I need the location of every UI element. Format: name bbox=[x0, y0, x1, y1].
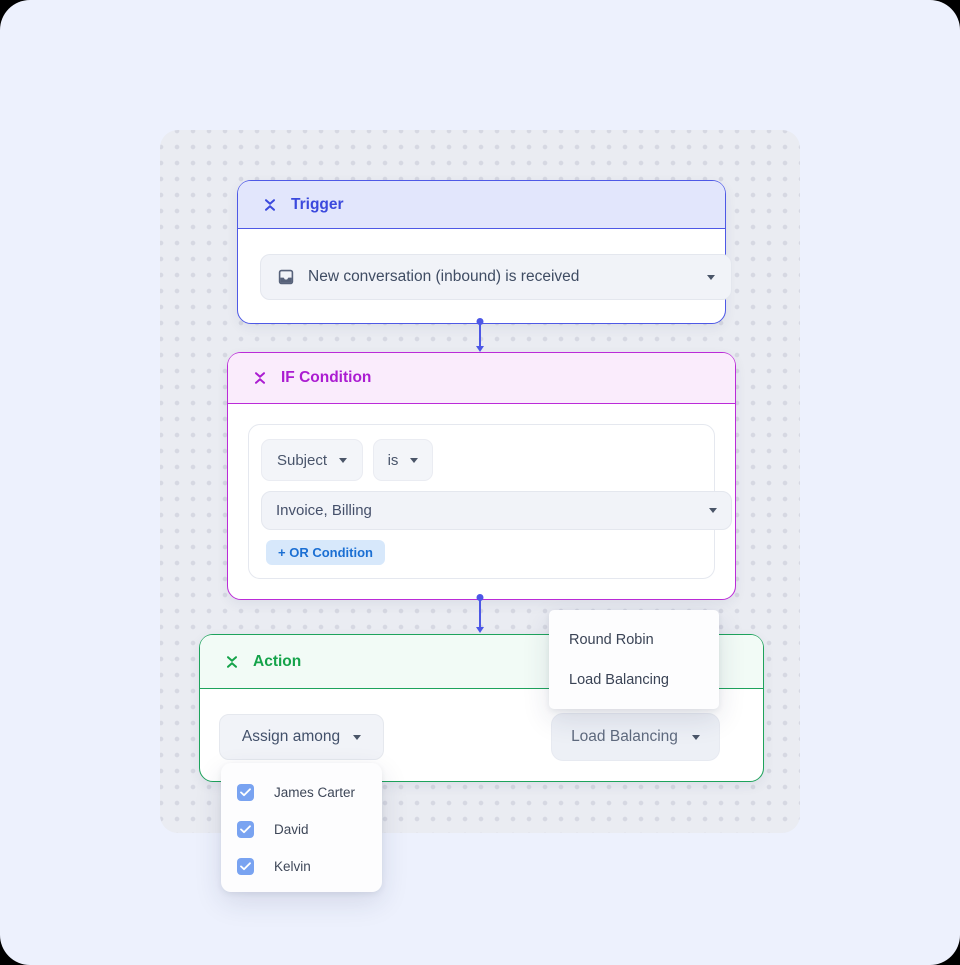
condition-field-select[interactable]: Subject bbox=[261, 439, 363, 481]
add-or-condition-label: + OR Condition bbox=[278, 545, 373, 560]
menu-item-load-balancing[interactable]: Load Balancing bbox=[569, 672, 669, 688]
trigger-event-select[interactable]: New conversation (inbound) is received bbox=[260, 254, 732, 300]
action-title: Action bbox=[253, 652, 302, 670]
trigger-title: Trigger bbox=[291, 195, 344, 213]
condition-group: Subject is Invoice, Billing + OR Conditi… bbox=[248, 424, 732, 579]
caret-down-icon bbox=[707, 274, 715, 280]
condition-field-value: Subject bbox=[276, 451, 328, 469]
trigger-card-header[interactable]: Trigger bbox=[238, 181, 725, 229]
connector-trigger-to-if bbox=[473, 318, 487, 352]
checkbox-checked-icon[interactable] bbox=[237, 858, 254, 875]
trigger-event-label: New conversation (inbound) is received bbox=[308, 268, 580, 285]
caret-down-icon bbox=[691, 734, 700, 740]
member-row-kelvin[interactable]: Kelvin bbox=[221, 848, 382, 885]
condition-operator-value: is bbox=[387, 451, 399, 469]
connector-line bbox=[479, 323, 481, 347]
algorithm-select[interactable]: Load Balancing bbox=[551, 713, 720, 761]
connector-arrowhead-icon bbox=[476, 627, 484, 633]
member-label: Kelvin bbox=[274, 859, 311, 874]
menu-item-round-robin[interactable]: Round Robin bbox=[569, 632, 654, 648]
members-dropdown-menu: James Carter David Kelvin bbox=[221, 763, 382, 892]
caret-down-icon bbox=[709, 508, 717, 513]
add-or-condition-button[interactable]: + OR Condition bbox=[266, 540, 385, 565]
if-condition-card: IF Condition Subject is Invoice, Billing… bbox=[227, 352, 736, 600]
trigger-card: Trigger New conversation (inbound) is re… bbox=[237, 180, 732, 324]
collapse-vertical-icon[interactable] bbox=[224, 654, 240, 670]
collapse-vertical-icon[interactable] bbox=[252, 370, 268, 386]
condition-operator-select[interactable]: is bbox=[373, 439, 433, 481]
collapse-vertical-icon[interactable] bbox=[262, 197, 278, 213]
algorithm-dropdown-menu: Round Robin Load Balancing bbox=[549, 610, 719, 709]
if-condition-title: IF Condition bbox=[281, 369, 372, 386]
caret-down-icon bbox=[339, 457, 348, 463]
caret-down-icon bbox=[353, 734, 362, 740]
assign-among-label: Assign among bbox=[241, 728, 341, 745]
algorithm-value: Load Balancing bbox=[571, 728, 678, 745]
inbox-icon bbox=[277, 268, 295, 286]
if-condition-card-header[interactable]: IF Condition bbox=[228, 353, 735, 404]
connector-if-to-action bbox=[473, 594, 487, 633]
connector-dot bbox=[476, 318, 484, 325]
member-row-james-carter[interactable]: James Carter bbox=[221, 774, 382, 811]
checkbox-checked-icon[interactable] bbox=[237, 784, 254, 801]
member-label: James Carter bbox=[274, 785, 356, 800]
connector-dot bbox=[476, 594, 484, 601]
assign-among-select[interactable]: Assign among bbox=[219, 714, 384, 760]
connector-line bbox=[479, 599, 481, 628]
condition-value-text: Invoice, Billing bbox=[276, 502, 372, 519]
connector-arrowhead-icon bbox=[476, 346, 484, 352]
member-row-david[interactable]: David bbox=[221, 811, 382, 848]
caret-down-icon bbox=[410, 457, 419, 463]
member-label: David bbox=[274, 822, 309, 837]
checkbox-checked-icon[interactable] bbox=[237, 821, 254, 838]
condition-value-select[interactable]: Invoice, Billing bbox=[261, 491, 732, 530]
